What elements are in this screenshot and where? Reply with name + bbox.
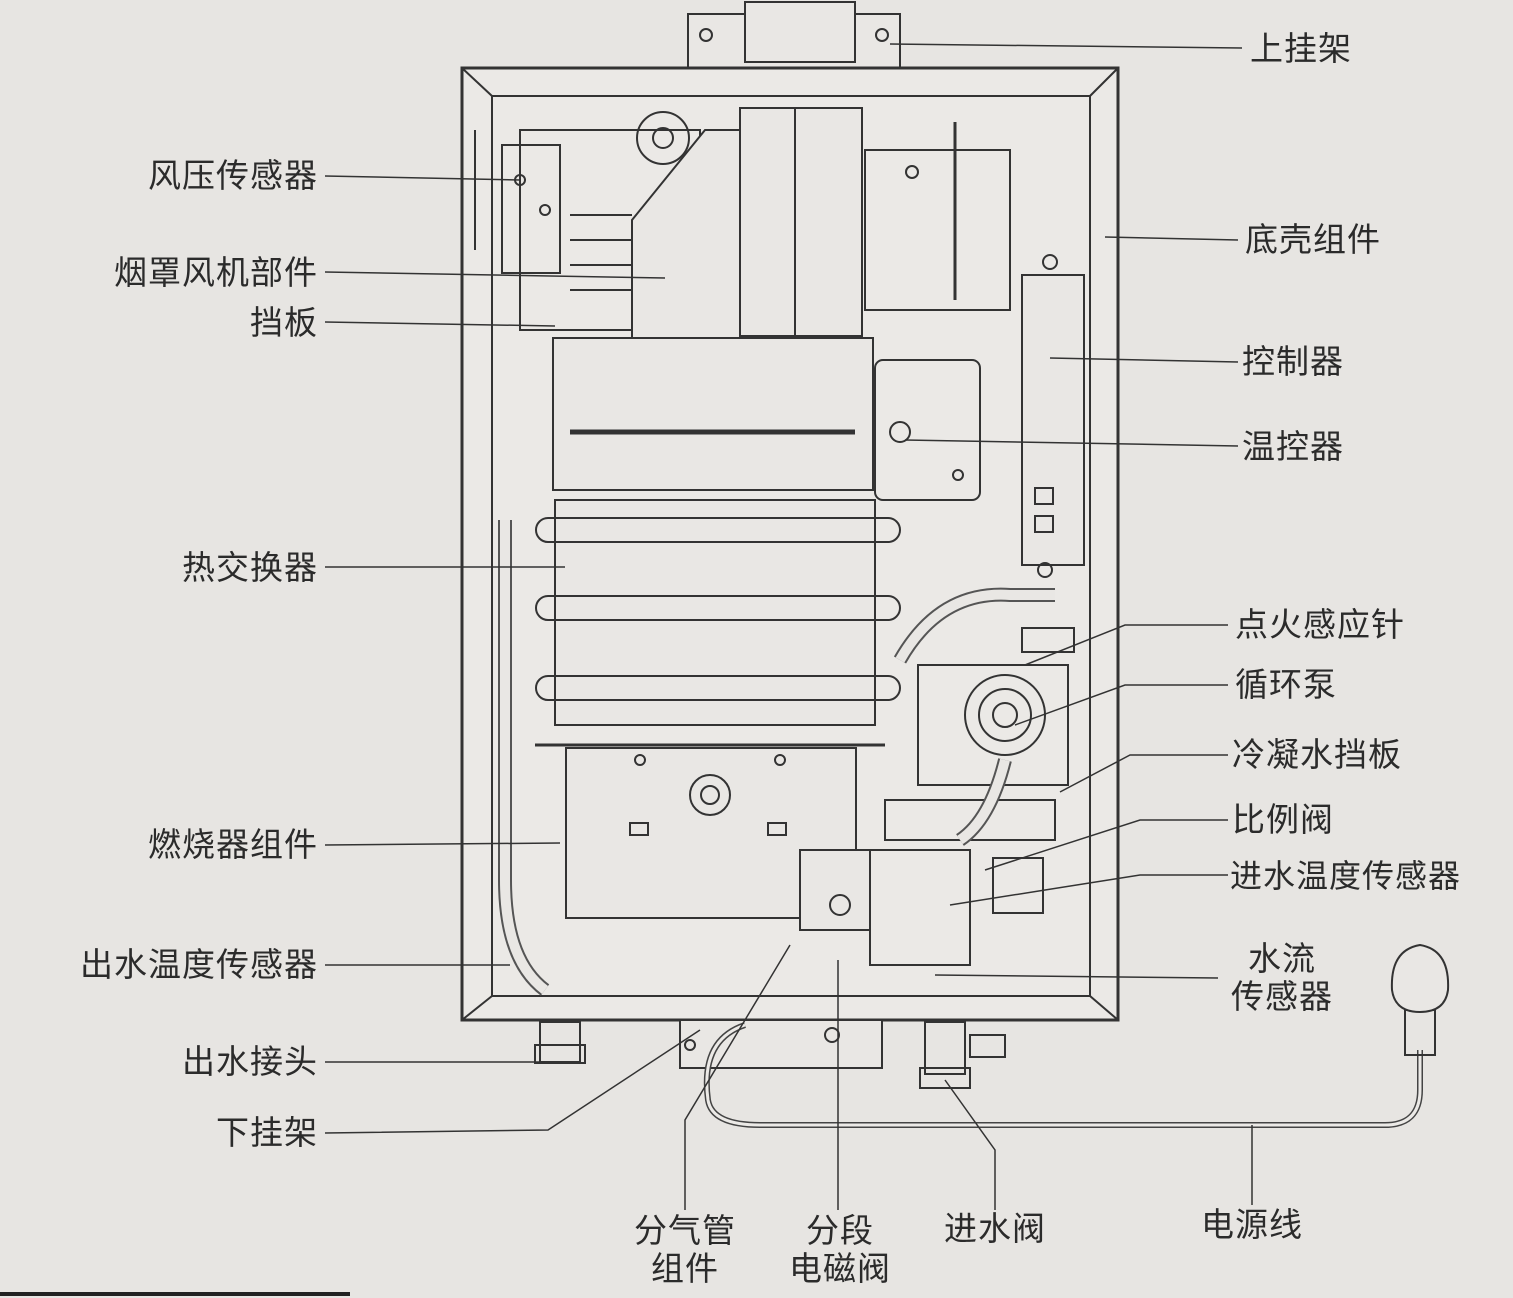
label-condensate-baffle: 冷凝水挡板 [1232, 735, 1402, 774]
label-inlet-temp-sensor: 进水温度传感器 [1230, 857, 1462, 895]
thermostat [874, 359, 981, 501]
label-power-cord: 电源线 [1187, 1206, 1317, 1244]
label-proportional-valve: 比例阀 [1232, 800, 1334, 839]
label-thermostat: 温控器 [1242, 427, 1344, 466]
label-outlet-connector: 出水接头 [182, 1042, 318, 1081]
outlet-pipe [498, 520, 550, 996]
heat-exchanger [535, 337, 901, 747]
power-cord [703, 943, 1450, 1128]
label-outlet-temp-sensor: 出水温度传感器 [80, 945, 318, 984]
label-segment-solenoid-line2: 电磁阀 [789, 1249, 891, 1288]
label-power-cord-line1: 电源线 [1201, 1205, 1303, 1244]
label-gas-manifold-line1: 分气管 [634, 1211, 736, 1250]
label-gas-manifold-line2: 组件 [651, 1249, 719, 1288]
top-hanger-bracket [687, 1, 901, 70]
outlet-connector [534, 1021, 586, 1064]
label-inlet-valve-line1: 进水阀 [944, 1209, 1046, 1248]
leader-lines [324, 43, 1253, 1210]
label-air-pressure-sensor: 风压传感器 [148, 156, 318, 195]
label-water-flow-line2: 传感器 [1231, 977, 1333, 1016]
label-baffle: 挡板 [250, 303, 318, 342]
label-top-hanger: 上挂架 [1250, 29, 1352, 68]
inlet-valve [919, 1021, 1006, 1089]
label-ignition-probe: 点火感应针 [1235, 605, 1405, 644]
label-base-shell: 底壳组件 [1245, 220, 1381, 259]
flue-hood-fan [519, 107, 863, 351]
circulation-pump [893, 587, 1075, 786]
label-inlet-valve: 进水阀 [930, 1210, 1060, 1248]
label-circulation-pump: 循环泵 [1235, 665, 1337, 704]
label-water-flow-sensor: 水流 传感器 [1222, 940, 1342, 1016]
controller-box [1021, 254, 1085, 578]
label-flue-hood-fan: 烟罩风机部件 [114, 253, 318, 292]
label-gas-manifold: 分气管 组件 [620, 1212, 750, 1288]
label-segment-solenoid: 分段 电磁阀 [775, 1212, 905, 1288]
label-segment-solenoid-line1: 分段 [806, 1211, 874, 1250]
gas-valve-group [799, 758, 1056, 966]
label-water-flow-line1: 水流 [1248, 939, 1316, 978]
label-heat-exchanger: 热交换器 [182, 548, 318, 587]
label-burner-assembly: 燃烧器组件 [148, 825, 318, 864]
label-controller: 控制器 [1242, 342, 1344, 381]
bottom-hanger-bracket [679, 1019, 883, 1069]
label-bottom-hanger: 下挂架 [216, 1113, 318, 1152]
upper-right-assembly [864, 122, 1011, 311]
